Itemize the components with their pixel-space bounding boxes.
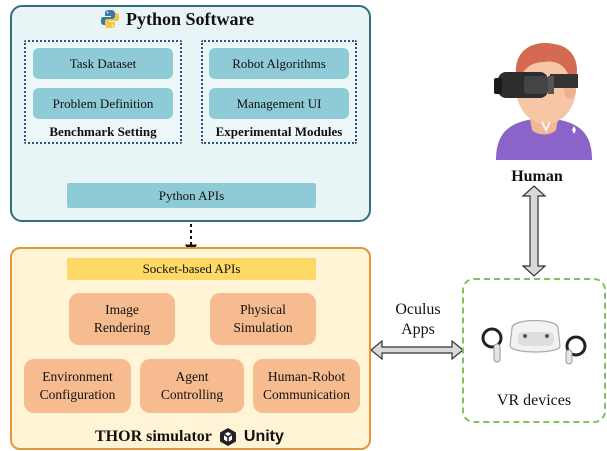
- thor-simulator-title-text: THOR simulator: [95, 428, 212, 445]
- human-robot-communication-label: Human-Robot Communication: [263, 368, 350, 402]
- robot-algorithms-box: Robot Algorithms: [209, 48, 349, 79]
- oculus-label-line2: Apps: [401, 321, 435, 338]
- python-software-title-text: Python Software: [126, 8, 255, 29]
- oculus-label-line1: Oculus: [395, 301, 441, 318]
- task-dataset-label: Task Dataset: [69, 55, 137, 71]
- socket-apis-box: Socket-based APIs: [67, 258, 316, 280]
- experimental-modules-label: Experimental Modules: [215, 124, 343, 139]
- benchmark-setting-label: Benchmark Setting: [49, 124, 157, 139]
- human-robot-communication-box: Human-Robot Communication: [253, 359, 360, 413]
- robot-algorithms-label: Robot Algorithms: [232, 55, 326, 71]
- human-label: Human: [511, 168, 563, 185]
- python-logo-icon: [101, 10, 119, 28]
- thor-simulator-title: THOR simulator Unity: [95, 426, 315, 448]
- socket-apis-label: Socket-based APIs: [142, 261, 241, 276]
- vr-headset-controllers-icon: [481, 319, 587, 365]
- environment-configuration-label: Environment Configuration: [39, 368, 116, 402]
- management-ui-box: Management UI: [209, 88, 349, 119]
- python-software-title: Python Software: [100, 8, 290, 30]
- thor-simulator-panel: [10, 247, 371, 450]
- image-rendering-label: Image Rendering: [93, 301, 151, 335]
- problem-definition-box: Problem Definition: [33, 88, 173, 119]
- vr-devices-label: VR devices: [496, 392, 572, 409]
- problem-definition-label: Problem Definition: [52, 95, 154, 111]
- agent-controlling-label: Agent Controlling: [160, 368, 224, 402]
- environment-configuration-box: Environment Configuration: [24, 359, 131, 413]
- agent-controlling-box: Agent Controlling: [140, 359, 244, 413]
- thor-vr-double-arrow: [370, 339, 464, 361]
- management-ui-label: Management UI: [236, 95, 322, 111]
- physical-simulation-label: Physical Simulation: [233, 301, 293, 335]
- unity-label: Unity: [243, 428, 284, 445]
- python-apis-box: Python APIs: [67, 183, 316, 208]
- human-vr-headset-icon: [494, 43, 592, 160]
- unity-logo-icon: [219, 428, 236, 446]
- image-rendering-box: Image Rendering: [69, 293, 175, 345]
- human-vr-double-arrow: [521, 185, 547, 277]
- physical-simulation-box: Physical Simulation: [210, 293, 316, 345]
- python-apis-label: Python APIs: [158, 187, 225, 203]
- task-dataset-box: Task Dataset: [33, 48, 173, 79]
